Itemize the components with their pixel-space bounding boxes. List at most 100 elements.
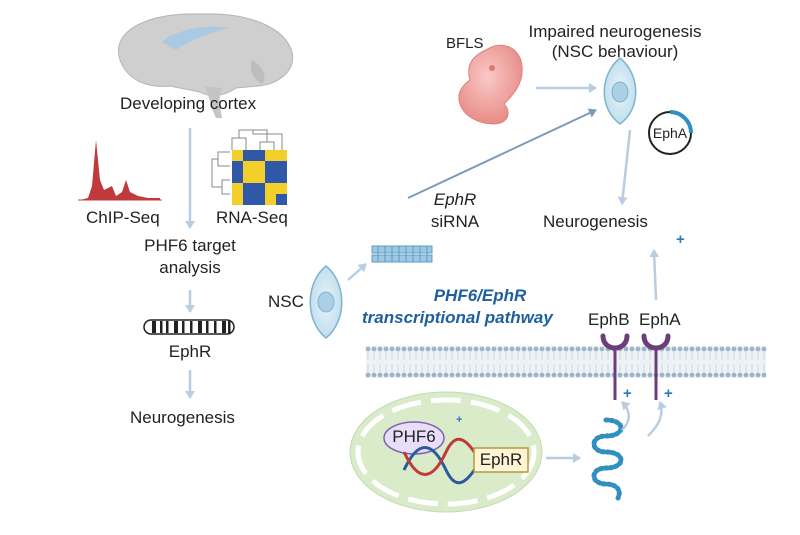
lipid-head (557, 372, 563, 378)
lipid-head (737, 346, 743, 352)
lipid-head (527, 372, 533, 378)
heatmap-cell (243, 161, 254, 172)
lipid-head (557, 346, 563, 352)
lipid-head (509, 346, 515, 352)
lipid-head (407, 346, 413, 352)
lipid-head (401, 372, 407, 378)
lipid-head (467, 346, 473, 352)
lipid-head (641, 372, 647, 378)
pathway-label-line1: PHF6/EphR (433, 286, 527, 305)
brain-illustration (118, 13, 294, 118)
lipid-head (569, 346, 575, 352)
lipid-head (737, 372, 743, 378)
nsc-label: NSC (268, 292, 304, 311)
lipid-head (455, 372, 461, 378)
lipid-head (443, 346, 449, 352)
lipid-head (761, 372, 767, 378)
heatmap-cell (243, 172, 254, 183)
lipid-head (677, 372, 683, 378)
rna-seq-heatmap-icon (211, 129, 287, 205)
chromosome-band (198, 321, 202, 333)
rna-seq-label: RNA-Seq (216, 208, 288, 227)
lipid-head (479, 372, 485, 378)
chromosome-band (222, 321, 226, 333)
lipid-head (671, 346, 677, 352)
lipid-head (521, 346, 527, 352)
embryo-illustration (458, 44, 523, 125)
heatmap-cell (254, 194, 265, 205)
arrow-receptor-to-neurogenesis (649, 249, 660, 301)
ephr-box-label: EphR (479, 450, 523, 469)
lipid-head (563, 346, 569, 352)
heatmap-cell (254, 183, 265, 194)
lipid-head (401, 346, 407, 352)
lipid-head (551, 346, 557, 352)
lipid-head (731, 346, 737, 352)
lipid-head (545, 346, 551, 352)
lipid-head (581, 372, 587, 378)
lipid-head (719, 372, 725, 378)
lipid-head (575, 372, 581, 378)
lipid-head (485, 346, 491, 352)
chromosome-band (206, 321, 209, 333)
lipid-head (599, 346, 605, 352)
lipid-head (725, 346, 731, 352)
analysis-label-line2: analysis (159, 258, 221, 277)
impaired-nsc-cell (603, 57, 637, 125)
ephb-label: EphB (588, 310, 630, 329)
lipid-head (377, 346, 383, 352)
lipid-head (629, 372, 635, 378)
bfls-label: BFLS (446, 35, 484, 52)
lipid-head (527, 346, 533, 352)
lipid-head (587, 346, 593, 352)
lipid-head (725, 372, 731, 378)
heatmap-cell (276, 150, 287, 161)
sirna-duplex-icon (371, 245, 433, 263)
lipid-head (419, 346, 425, 352)
lipid-head (755, 372, 761, 378)
lipid-head (431, 346, 437, 352)
chromosome-band (190, 321, 193, 333)
chromosome-band (174, 321, 178, 333)
lipid-head (497, 346, 503, 352)
right-neurogenesis-label: Neurogenesis (543, 212, 648, 231)
lipid-head (761, 346, 767, 352)
lipid-head (743, 346, 749, 352)
lipid-head (533, 346, 539, 352)
epha-receptor-icon (641, 333, 671, 400)
heatmap-cell (276, 161, 287, 172)
left-neurogenesis-label: Neurogenesis (130, 408, 235, 427)
lipid-head (539, 372, 545, 378)
lipid-head (383, 372, 389, 378)
lipid-head (707, 346, 713, 352)
plus-sign-ephb: + (623, 385, 632, 402)
chromosome-band (214, 321, 217, 333)
lipid-head (731, 372, 737, 378)
lipid-head (587, 372, 593, 378)
chip-seq-peaks-icon (78, 140, 162, 201)
cortex-label: Developing cortex (120, 94, 257, 113)
lipid-head (749, 372, 755, 378)
lipid-head (599, 372, 605, 378)
plus-sign-nucleus: + (456, 414, 463, 426)
heatmap-cell (232, 183, 243, 194)
lipid-head (461, 346, 467, 352)
analysis-label-line1: PHF6 target (144, 236, 236, 255)
lipid-head (449, 346, 455, 352)
lipid-head (473, 346, 479, 352)
impaired-label-line2: (NSC behaviour) (551, 42, 679, 61)
chromosome-icon (143, 319, 235, 335)
lipid-head (683, 346, 689, 352)
lipid-head (593, 372, 599, 378)
lipid-head (449, 372, 455, 378)
chromosome-band (166, 321, 169, 333)
epha-circle-icon (648, 110, 693, 155)
lipid-head (605, 372, 611, 378)
chromosome-band (182, 321, 185, 333)
heatmap-cell (254, 161, 265, 172)
lipid-head (695, 346, 701, 352)
pathway-label-line2: transcriptional pathway (362, 308, 553, 327)
lipid-head (755, 346, 761, 352)
phf6-label: PHF6 (392, 427, 436, 446)
